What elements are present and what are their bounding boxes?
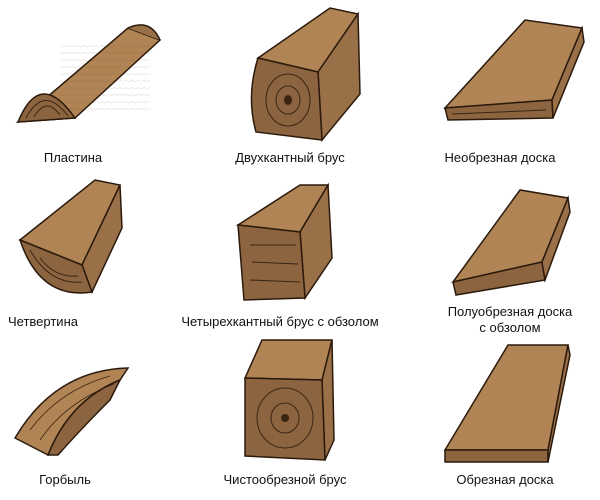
clean-beam-icon	[243, 339, 335, 461]
label-half-edged-board-line1: Полуобрезная доска	[447, 304, 573, 319]
label-plastina: Пластина	[43, 150, 103, 165]
label-edged-board: Обрезная доска	[456, 472, 554, 487]
edged-board-icon	[443, 344, 571, 463]
half-log-icon	[15, 24, 162, 123]
label-half-edged-board-line2: с обзолом	[479, 320, 541, 335]
label-two-sided-beam: Двухкантный брус	[235, 150, 345, 165]
label-clean-beam: Чистообрезной брус	[223, 472, 347, 487]
half-edged-board-wane-icon	[451, 189, 571, 296]
label-unedged-board: Необрезная доска	[444, 150, 556, 165]
label-slab: Горбыль	[39, 472, 91, 487]
slab-icon	[13, 367, 130, 457]
four-sided-beam-wane-icon	[235, 182, 333, 301]
label-quarter-log: Четвертина	[8, 314, 78, 329]
two-sided-beam-icon	[250, 7, 361, 142]
quarter-log-icon	[18, 179, 123, 294]
label-four-sided-beam-wane: Четырехкантный брус с обзолом	[181, 314, 379, 329]
unedged-board-icon	[443, 19, 585, 121]
